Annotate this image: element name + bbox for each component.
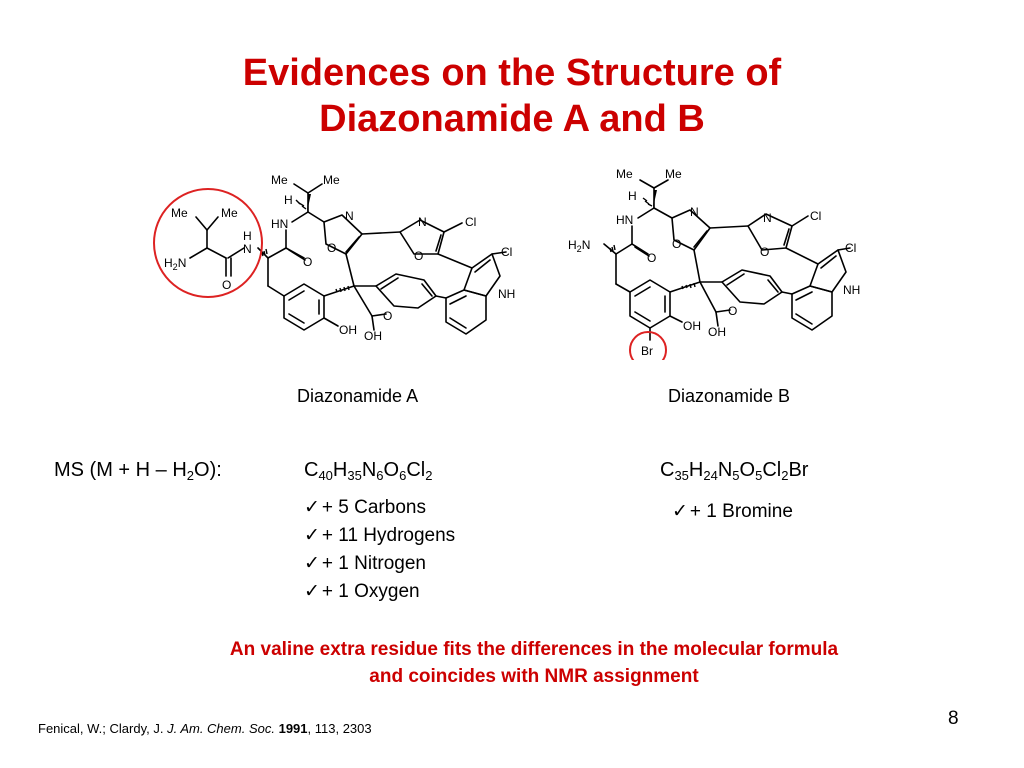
- formula-element: Br: [788, 459, 809, 481]
- difference-text: + 1 Nitrogen: [321, 553, 426, 574]
- atom-hn: HN: [616, 213, 633, 227]
- conclusion-line-1: An valine extra residue fits the differe…: [229, 639, 839, 660]
- formula-count: 35: [347, 468, 362, 483]
- ms-label: MS (M + H – H2O):: [54, 459, 222, 483]
- formula-count: 5: [755, 468, 763, 483]
- atom-me: Me: [271, 173, 288, 187]
- atom-hn: HN: [271, 217, 288, 231]
- difference-item: ✓+ 1 Oxygen: [304, 578, 455, 606]
- atom-n: N: [418, 215, 427, 229]
- atom-n: N: [243, 242, 252, 256]
- compound-name-a: Diazonamide A: [297, 386, 419, 406]
- difference-item: ✓+ 11 Hydrogens: [304, 522, 455, 550]
- atom-o: O: [414, 249, 423, 263]
- atom-me: Me: [221, 206, 238, 220]
- atom-cl: Cl: [465, 215, 476, 229]
- atom-n: N: [690, 205, 699, 219]
- check-icon: ✓: [304, 553, 320, 574]
- formula-count: 2: [425, 468, 433, 483]
- atom-o: O: [327, 241, 336, 255]
- differences-b-list: ✓+ 1 Bromine: [672, 498, 793, 526]
- atom-o: O: [760, 245, 769, 259]
- formula-a: C40H35N6O6Cl2: [304, 459, 432, 482]
- formula-element: H: [332, 459, 348, 481]
- formula-element: O: [383, 459, 400, 481]
- difference-text: + 1 Oxygen: [321, 581, 420, 602]
- formula-count: 6: [399, 468, 407, 483]
- formula-element: H: [688, 459, 704, 481]
- formula-b: C35H24N5O5Cl2Br: [660, 459, 808, 482]
- formula-element: N: [717, 459, 733, 481]
- formula-element: C: [304, 459, 319, 481]
- atom-oh: OH: [708, 325, 726, 339]
- difference-item: ✓+ 1 Bromine: [672, 498, 793, 526]
- formula-count: 6: [376, 468, 384, 483]
- slide-title: Evidences on the Structure of Diazonamid…: [0, 50, 1024, 142]
- atom-cl: Cl: [501, 245, 512, 259]
- formula-element: C: [660, 459, 675, 481]
- check-icon: ✓: [672, 501, 688, 522]
- atom-h: H: [243, 229, 252, 243]
- atom-oh: OH: [364, 329, 382, 343]
- formula-count: 40: [318, 468, 333, 483]
- atom-cl: Cl: [845, 241, 856, 255]
- differences-a-list: ✓+ 5 Carbons✓+ 11 Hydrogens✓+ 1 Nitrogen…: [304, 494, 455, 606]
- check-icon: ✓: [304, 581, 320, 602]
- formula-count: 35: [674, 468, 689, 483]
- title-line-2: Diazonamide A and B: [319, 98, 705, 140]
- formula-count: 24: [703, 468, 718, 483]
- formula-element: Cl: [762, 459, 782, 481]
- difference-text: + 5 Carbons: [321, 497, 426, 518]
- check-icon: ✓: [304, 497, 320, 518]
- formula-element: Cl: [406, 459, 426, 481]
- atom-me: Me: [323, 173, 340, 187]
- citation: Fenical, W.; Clardy, J. J. Am. Chem. Soc…: [38, 721, 372, 736]
- difference-text: + 1 Bromine: [689, 501, 793, 522]
- atom-h: H: [284, 193, 293, 207]
- atom-nh: NH: [498, 287, 515, 301]
- atom-o: O: [222, 278, 231, 292]
- atom-o: O: [672, 237, 681, 251]
- atom-oh: OH: [683, 319, 701, 333]
- difference-text: + 11 Hydrogens: [321, 525, 456, 546]
- difference-item: ✓+ 5 Carbons: [304, 494, 455, 522]
- atom-me: Me: [171, 206, 188, 220]
- atom-me: Me: [616, 167, 633, 181]
- formula-count: 5: [732, 468, 740, 483]
- diazonamide-b-structure: Me Me H HN H2N O N O N O Cl Cl NH O OH O…: [555, 160, 875, 360]
- atom-h: H: [628, 189, 637, 203]
- formula-count: 2: [781, 468, 789, 483]
- page-number: 8: [948, 708, 959, 729]
- atom-me: Me: [665, 167, 682, 181]
- atom-n: N: [345, 209, 354, 223]
- check-icon: ✓: [304, 525, 320, 546]
- atom-o: O: [647, 251, 656, 265]
- atom-nh2: H2N: [164, 256, 186, 272]
- atom-oh: OH: [339, 323, 357, 337]
- atom-n: N: [763, 211, 772, 225]
- atom-nh: NH: [843, 283, 860, 297]
- atom-cl: Cl: [810, 209, 821, 223]
- title-line-1: Evidences on the Structure of: [242, 52, 782, 94]
- atom-nh2: H2N: [568, 238, 590, 254]
- atom-o: O: [728, 304, 737, 318]
- atom-br: Br: [641, 344, 653, 358]
- atom-o: O: [303, 255, 312, 269]
- conclusion: An valine extra residue fits the differe…: [0, 636, 1024, 690]
- diazonamide-a-structure: Me Me Me Me H H HN N H2N O O N O N O Cl …: [150, 160, 530, 350]
- difference-item: ✓+ 1 Nitrogen: [304, 550, 455, 578]
- atom-o: O: [383, 309, 392, 323]
- conclusion-line-2: and coincides with NMR assignment: [369, 666, 699, 687]
- compound-name-b: Diazonamide B: [668, 386, 791, 406]
- formula-element: N: [361, 459, 377, 481]
- formula-element: O: [739, 459, 756, 481]
